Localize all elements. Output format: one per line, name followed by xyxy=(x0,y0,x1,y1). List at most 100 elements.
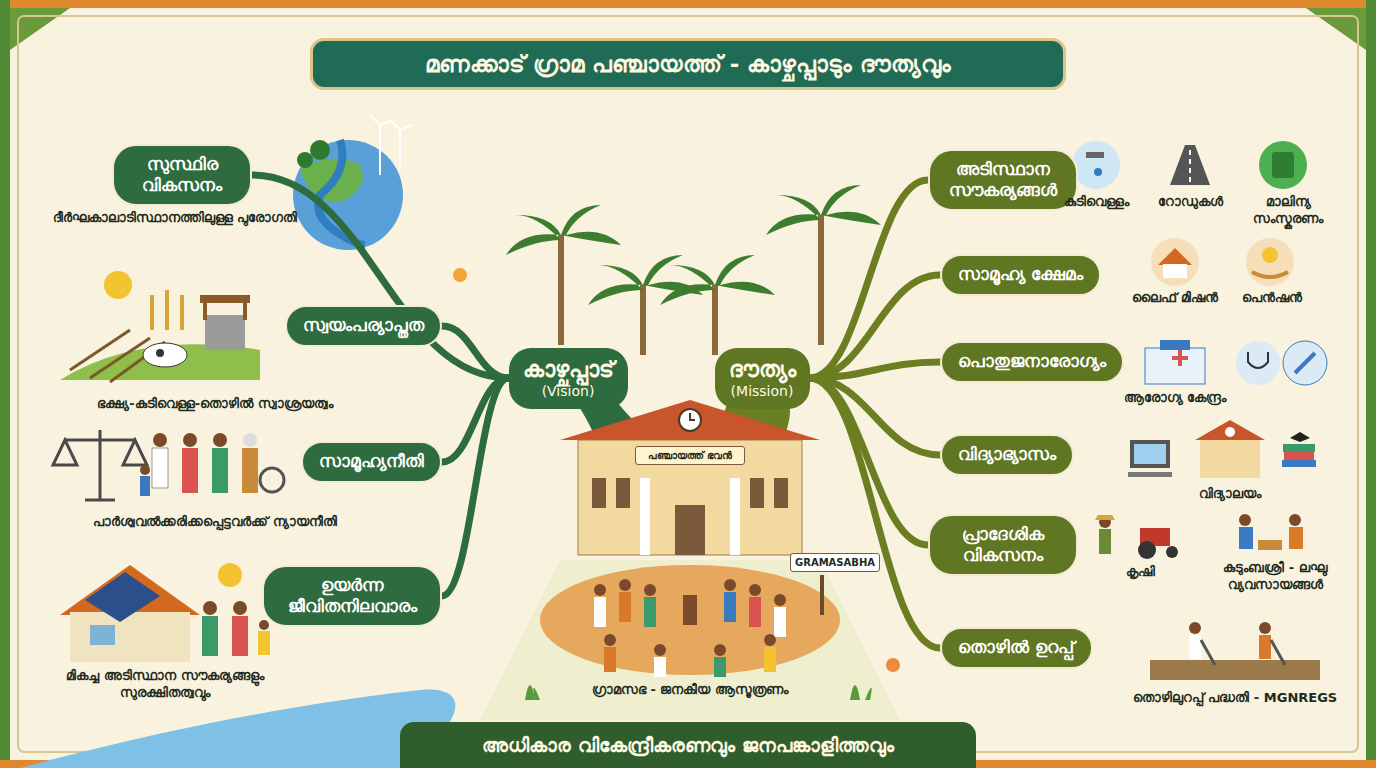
illustration-part xyxy=(1272,152,1294,178)
illustration-part xyxy=(1189,150,1191,182)
illustration-part xyxy=(1282,460,1316,467)
illustration-part xyxy=(1095,515,1115,520)
illustration-part xyxy=(390,120,412,144)
hub-node: ദൗത്യം(Mission) xyxy=(715,348,810,409)
illustration-part xyxy=(156,349,164,357)
node-title: സാമൂഹ്യനീതി xyxy=(319,451,424,472)
illustration-part xyxy=(1158,248,1192,265)
node-subtitle: (Vision) xyxy=(523,383,614,401)
illustration-part xyxy=(104,271,132,299)
caption-label: ഭക്ഷ്യ-കുടിവെള്ള-തൊഴിൽ സ്വാശ്രയത്വം xyxy=(25,396,405,413)
illustration-part xyxy=(370,115,412,144)
branch-pill: തൊഴിൽ ഉറപ്പ് xyxy=(940,627,1093,668)
caption-label: ദീർഘകാലാടിസ്ഥാനത്തിലുള്ള പുരോഗതി xyxy=(45,210,305,227)
illustration-part xyxy=(203,601,217,615)
illustration-part xyxy=(540,565,840,675)
caption-label: കുടിവെള്ളം xyxy=(1051,194,1141,211)
caption-label: മാലിന്യ സംസ്കരണം xyxy=(1233,194,1343,228)
illustration-part xyxy=(616,478,630,508)
illustration-part xyxy=(233,601,247,615)
illustration-part xyxy=(1248,352,1268,368)
branch-connector xyxy=(442,378,509,596)
illustration-part xyxy=(20,690,455,768)
illustration-part xyxy=(0,0,10,768)
illustration-part xyxy=(1128,472,1172,477)
illustration-part xyxy=(818,215,824,345)
illustration-part xyxy=(1094,168,1102,176)
illustration-part xyxy=(183,433,197,447)
illustration-part xyxy=(243,300,247,320)
branch-connector xyxy=(442,326,509,378)
caption-text: അധികാര വികേന്ദ്രീകരണവും ജനപങ്കാളിത്തവും xyxy=(482,734,893,757)
illustration-part xyxy=(218,563,242,587)
illustration-part xyxy=(380,125,400,175)
illustration-part xyxy=(1138,541,1156,559)
illustration-part xyxy=(1259,635,1271,659)
illustration-part xyxy=(242,448,258,493)
caption-label: ലൈഫ് മിഷൻ xyxy=(1120,290,1230,307)
illustration-part xyxy=(774,478,788,508)
illustration-part xyxy=(1134,444,1166,464)
illustration-part xyxy=(640,285,646,355)
illustration-part xyxy=(1366,0,1376,768)
illustration-part xyxy=(724,579,736,591)
node-title: പ്രാദേശിക വികസനം xyxy=(946,524,1060,567)
illustration-part xyxy=(1151,238,1199,286)
illustration-part xyxy=(1225,427,1235,437)
illustration-part xyxy=(53,430,147,500)
illustration-part xyxy=(1195,420,1265,440)
illustration-part xyxy=(774,607,786,637)
illustration-part xyxy=(714,657,726,677)
illustration-part xyxy=(1099,529,1111,554)
illustration-part xyxy=(594,579,786,677)
illustration-part xyxy=(1262,247,1278,263)
illustration-part xyxy=(90,625,115,645)
node-title: സാമൂഹ്യ ക്ഷേമം xyxy=(958,264,1083,285)
branch-pill: പൊതുജനാരോഗ്യം xyxy=(940,341,1124,382)
illustration-part xyxy=(232,616,248,656)
illustration-part xyxy=(506,185,881,355)
caption-label: പാർശ്വവൽക്കരിക്കപ്പെട്ടവർക്ക് ന്യായനീതി xyxy=(15,514,415,531)
caption-label: വിദ്യാലയം xyxy=(1165,486,1295,503)
illustration-part xyxy=(85,572,160,622)
branch-pill: അടിസ്ഥാന സൗകര്യങ്ങൾ xyxy=(928,149,1078,212)
illustration-part xyxy=(140,465,150,475)
illustration-part xyxy=(1284,452,1314,460)
illustration-part xyxy=(730,478,740,555)
branch-connector xyxy=(810,362,941,378)
title-text: മണക്കാട് ഗ്രാമ പഞ്ചായത്ത് - കാഴ്ചപ്പാടും… xyxy=(425,51,952,78)
illustration-part xyxy=(506,205,621,255)
node-title: തൊഴിൽ ഉറപ്പ് xyxy=(958,637,1075,658)
illustration-part xyxy=(1271,640,1285,665)
illustration-part xyxy=(150,290,184,330)
footer-banner: അധികാര വികേന്ദ്രീകരണവും ജനപങ്കാളിത്തവും xyxy=(400,722,976,768)
caption-label: ആരോഗ്യ കേന്ദ്രം xyxy=(1105,390,1245,407)
illustration-part xyxy=(140,476,150,496)
hub-node: കാഴ്ചപ്പാട്(Vision) xyxy=(509,348,628,409)
illustration-part xyxy=(297,152,313,168)
illustration-part xyxy=(70,612,190,662)
illustration-part xyxy=(85,499,115,502)
illustration-part xyxy=(749,597,761,627)
illustration-part xyxy=(1150,660,1320,680)
illustration-part xyxy=(1160,340,1190,350)
illustration-part xyxy=(1295,353,1315,373)
node-title: പൊതുജനാരോഗ്യം xyxy=(958,351,1106,372)
branch-pill: സുസ്ഥിര വികസനം xyxy=(112,144,252,207)
illustration-part xyxy=(724,592,736,622)
branch-pill: പ്രാദേശിക വികസനം xyxy=(928,514,1078,577)
illustration-part xyxy=(1189,635,1201,659)
title-banner: മണക്കാട് ഗ്രാമ പഞ്ചായത്ത് - കാഴ്ചപ്പാടും… xyxy=(310,38,1066,90)
illustration-part xyxy=(165,290,169,330)
illustration-part xyxy=(1236,341,1280,385)
illustration-part xyxy=(200,295,250,303)
branch-pill: വിദ്യാഭ്യാസം xyxy=(940,434,1074,475)
illustration-part xyxy=(18,16,1358,752)
illustration-part xyxy=(683,595,697,625)
illustration-part xyxy=(1130,440,1170,468)
illustration-part xyxy=(1258,540,1282,550)
illustration-part xyxy=(1282,432,1316,467)
illustration-part xyxy=(1163,264,1187,278)
